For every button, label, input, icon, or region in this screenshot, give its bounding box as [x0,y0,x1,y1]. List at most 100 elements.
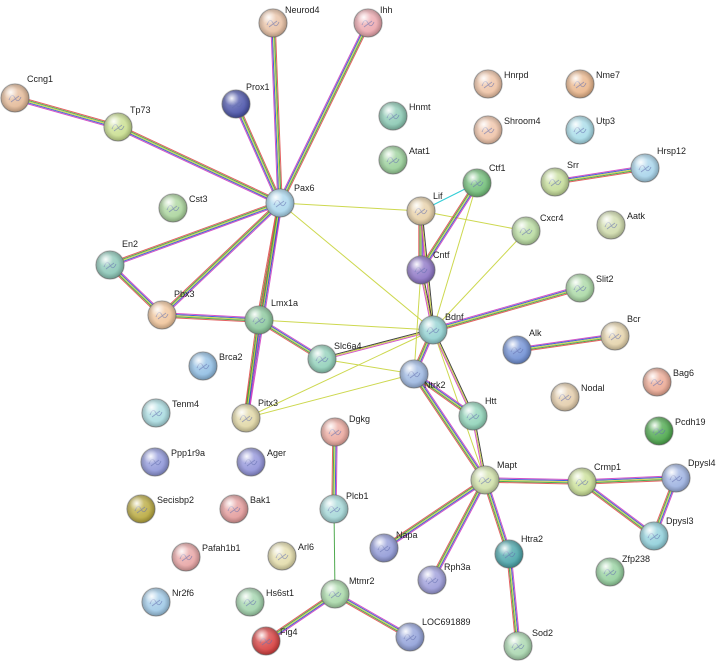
node-htt[interactable]: Htt [458,396,497,431]
node-label: Rph3a [444,562,471,572]
node-lif[interactable]: Lif [406,191,443,226]
node-label: Brca2 [219,352,243,362]
edge-pax6-bdnf [279,202,434,331]
node-pax6[interactable]: Pax6 [265,183,315,218]
node-secisbp2[interactable]: Secisbp2 [126,494,194,524]
node-label: Pitx3 [258,398,278,408]
node-loc691889[interactable]: LOC691889 [395,617,471,652]
node-htra2[interactable]: Htra2 [494,534,543,569]
node-label: Hs6st1 [266,588,294,598]
node-label: Cntf [433,250,450,260]
node-label: Pafah1b1 [202,543,241,553]
node-prox1[interactable]: Prox1 [221,82,270,119]
node-label: Slit2 [596,274,614,284]
node-pafah1b1[interactable]: Pafah1b1 [171,542,241,572]
node-atat1[interactable]: Atat1 [378,145,430,175]
node-alk[interactable]: Alk [502,328,542,365]
node-label: Mtmr2 [349,576,375,586]
node-label: Nr2f6 [172,588,194,598]
node-tenm4[interactable]: Tenm4 [141,398,199,428]
node-pcdh19[interactable]: Pcdh19 [644,416,706,446]
edge-pitx3-ntrk2 [245,373,415,419]
node-cst3[interactable]: Cst3 [158,193,208,223]
node-pitx3[interactable]: Pitx3 [231,398,278,433]
node-slit2[interactable]: Slit2 [565,273,614,303]
node-lmx1a[interactable]: Lmx1a [244,298,298,335]
node-ccng1[interactable]: Ccng1 [0,74,53,113]
node-label: Pbx3 [174,289,195,299]
node-mapt[interactable]: Mapt [470,460,518,495]
node-label: Shroom4 [504,116,541,126]
node-rph3a[interactable]: Rph3a [417,562,471,595]
edge-pax6-neurod4 [270,22,283,204]
node-label: Fig4 [280,627,298,637]
node-ctf1[interactable]: Ctf1 [462,163,506,198]
node-label: Neurod4 [285,5,320,15]
edge-lmx1a-pitx3 [243,319,262,419]
node-hnrpd[interactable]: Hnrpd [473,69,529,99]
node-srr[interactable]: Srr [540,160,579,197]
node-neurod4[interactable]: Neurod4 [258,5,320,38]
edge-ctf1-cntf [418,181,480,272]
node-napa[interactable]: Napa [369,530,418,563]
node-label: En2 [122,239,138,249]
node-nme7[interactable]: Nme7 [565,69,620,99]
node-ppp1r9a[interactable]: Ppp1r9a [140,447,205,477]
node-hnmt[interactable]: Hnmt [378,101,431,131]
node-en2[interactable]: En2 [95,239,138,280]
edge-pax6-pbx3 [160,201,282,317]
node-label: Htt [485,396,497,406]
node-label: Nodal [581,383,605,393]
node-label: Arl6 [298,542,314,552]
node-shroom4[interactable]: Shroom4 [473,115,541,145]
node-bag6[interactable]: Bag6 [642,367,694,397]
node-arl6[interactable]: Arl6 [267,541,314,571]
node-cxcr4[interactable]: Cxcr4 [511,213,564,246]
node-ihh[interactable]: Ihh [353,5,393,38]
node-hs6st1[interactable]: Hs6st1 [235,587,294,617]
node-label: Srr [567,160,579,170]
edge-cxcr4-bdnf [432,230,527,331]
node-nodal[interactable]: Nodal [550,382,605,412]
node-slc6a4[interactable]: Slc6a4 [307,341,362,374]
node-label: Cst3 [189,194,208,204]
edge-ctf1-bdnf [432,182,478,331]
node-aatk[interactable]: Aatk [596,210,646,240]
node-label: Ager [267,448,286,458]
node-dgkg[interactable]: Dgkg [320,414,370,447]
node-label: Nme7 [596,70,620,80]
node-label: Bdnf [445,312,464,322]
node-plcb1[interactable]: Plcb1 [319,491,369,524]
node-bcr[interactable]: Bcr [600,314,641,351]
node-bak1[interactable]: Bak1 [219,494,271,524]
node-dpysl3[interactable]: Dpysl3 [639,516,694,551]
node-pbx3[interactable]: Pbx3 [147,289,195,330]
edge-ntrk2-mapt [411,372,488,482]
node-ntrk2[interactable]: Ntrk2 [399,359,446,390]
node-utp3[interactable]: Utp3 [565,115,615,145]
node-cntf[interactable]: Cntf [406,250,450,285]
node-sod2[interactable]: Sod2 [503,628,553,661]
edge-pax6-en2 [109,200,281,268]
node-crmp1[interactable]: Crmp1 [567,462,621,497]
edge-pax6-prox1 [233,102,283,205]
node-ager[interactable]: Ager [236,447,286,477]
node-bdnf[interactable]: Bdnf [418,312,464,345]
node-hrsp12[interactable]: Hrsp12 [630,146,686,183]
node-dpysl4[interactable]: Dpysl4 [661,458,716,493]
edge-alk-bcr [516,333,616,353]
node-label: Ccng1 [27,74,53,84]
node-tp73[interactable]: Tp73 [103,105,151,142]
node-mtmr2[interactable]: Mtmr2 [320,576,375,609]
node-fig4[interactable]: Fig4 [251,626,298,656]
node-label: Ntrk2 [424,380,446,390]
node-label: Hrsp12 [657,146,686,156]
node-brca2[interactable]: Brca2 [188,351,243,381]
edge-mapt-napa [382,477,487,551]
node-label: Bcr [627,314,641,324]
node-nr2f6[interactable]: Nr2f6 [141,587,194,617]
node-zfp238[interactable]: Zfp238 [595,554,650,587]
node-label: Tenm4 [172,399,199,409]
edge-pbx3-lmx1a [161,312,260,323]
